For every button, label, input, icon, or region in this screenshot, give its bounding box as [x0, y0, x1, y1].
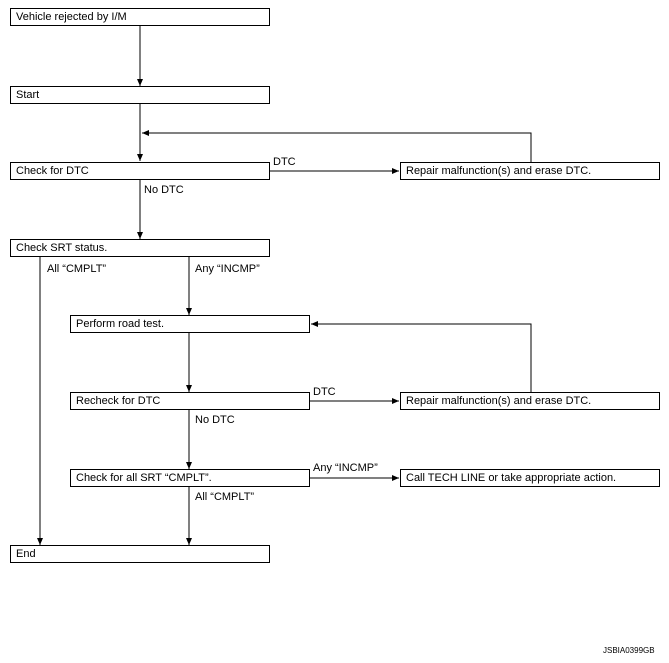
box-recheck-dtc: Recheck for DTC	[70, 392, 310, 410]
label-dtc-2: DTC	[313, 386, 336, 398]
arrow-repair-2-loop	[311, 321, 532, 393]
label-all-cmplt-1: All “CMPLT”	[47, 263, 107, 275]
box-start: Start	[10, 86, 270, 104]
box-call-tech-line: Call TECH LINE or take appropriate actio…	[400, 469, 660, 487]
arrow-repair-1-loop	[142, 130, 532, 163]
figure-code: JSBIA0399GB	[603, 646, 655, 655]
label-any-incmp-2: Any “INCMP”	[313, 462, 378, 474]
box-repair-malfunction-1: Repair malfunction(s) and erase DTC.	[400, 162, 660, 180]
box-check-all-srt: Check for all SRT “CMPLT”.	[70, 469, 310, 487]
label-dtc-1: DTC	[273, 156, 296, 168]
label-no-dtc-1: No DTC	[144, 184, 184, 196]
label-no-dtc-2: No DTC	[195, 414, 235, 426]
box-check-srt-status: Check SRT status.	[10, 239, 270, 257]
box-repair-malfunction-2: Repair malfunction(s) and erase DTC.	[400, 392, 660, 410]
box-end: End	[10, 545, 270, 563]
box-vehicle-rejected: Vehicle rejected by I/M	[10, 8, 270, 26]
box-check-dtc: Check for DTC	[10, 162, 270, 180]
label-any-incmp-1: Any “INCMP”	[195, 263, 260, 275]
box-perform-road-test: Perform road test.	[70, 315, 310, 333]
label-all-cmplt-2: All “CMPLT”	[195, 491, 255, 503]
